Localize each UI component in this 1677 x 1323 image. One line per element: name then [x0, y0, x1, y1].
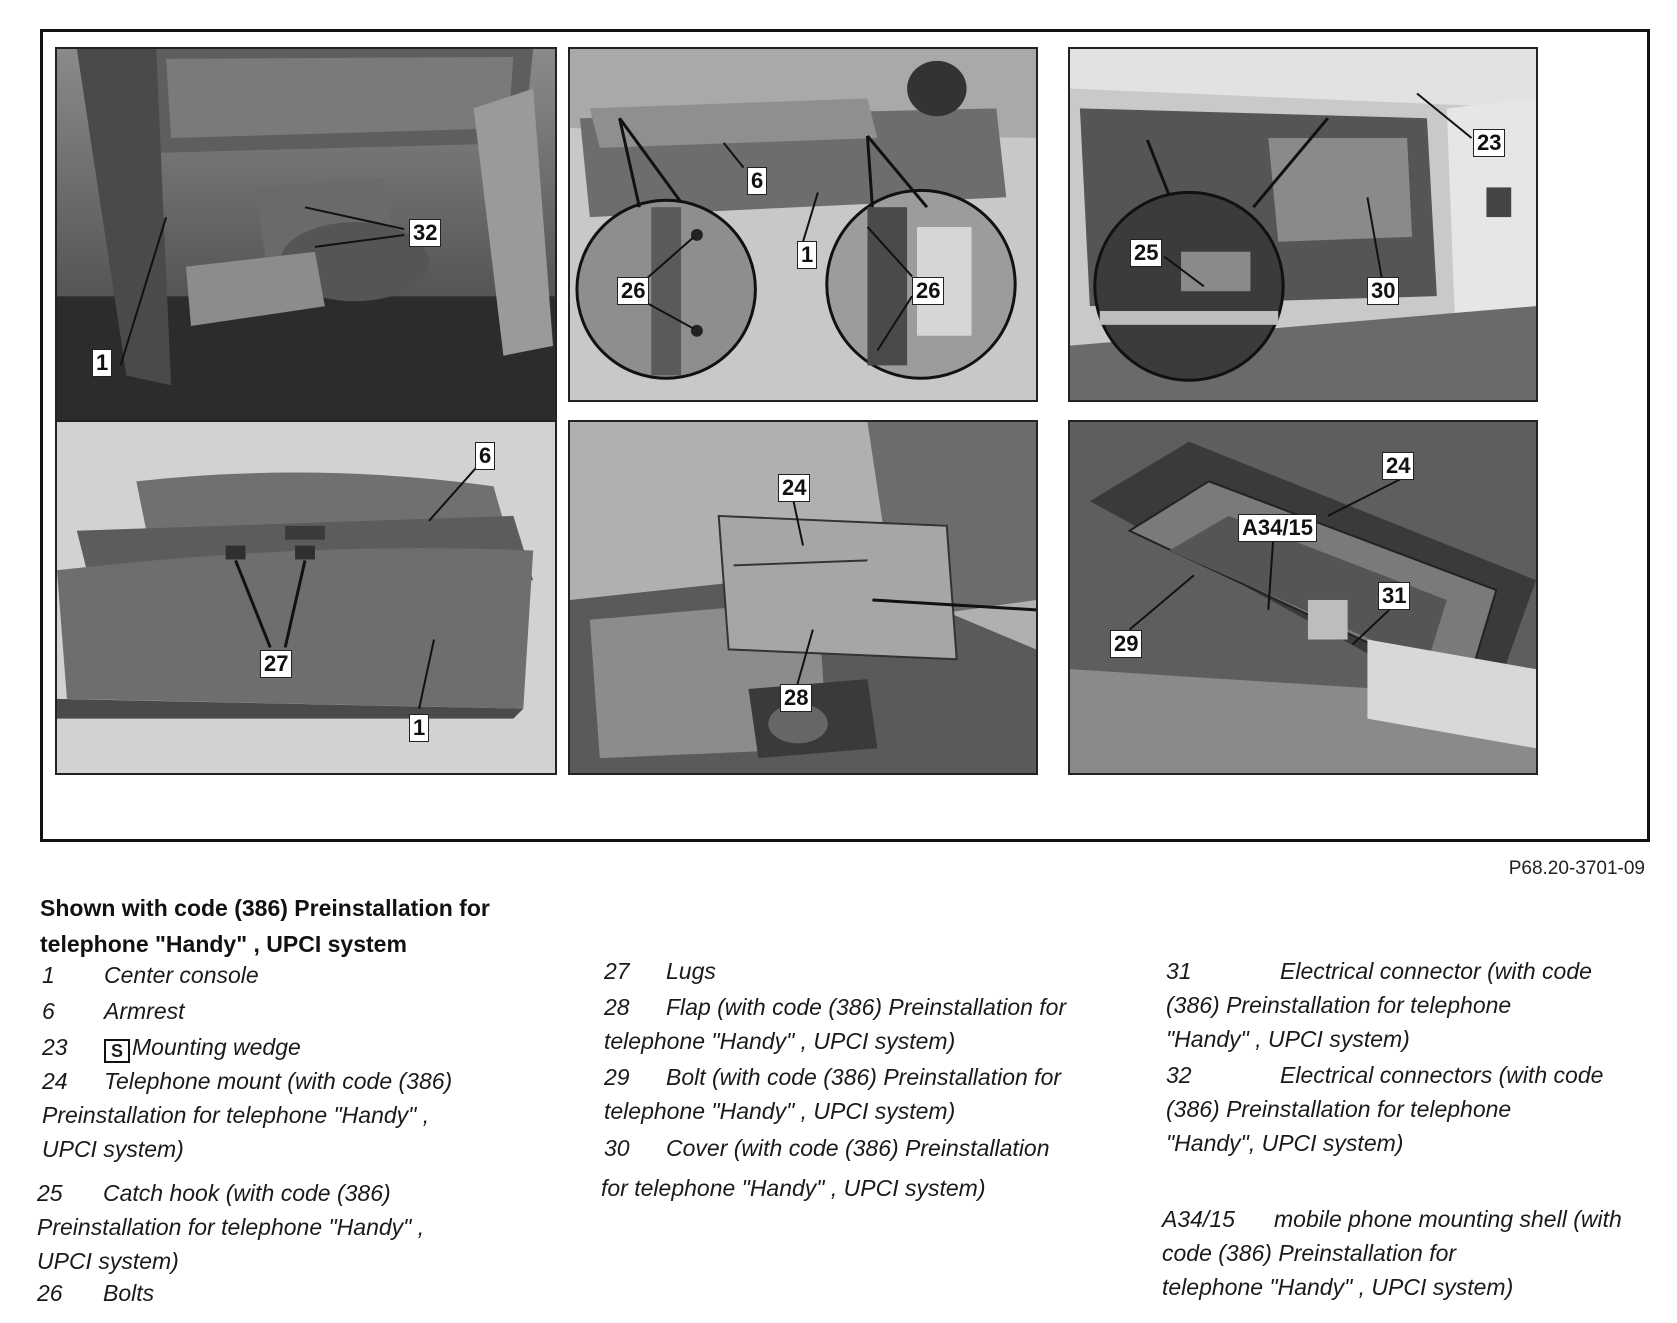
- figure-id: P68.20-3701-09: [1508, 858, 1645, 879]
- legend-text: Flap (with code (386) Preinstallation fo…: [666, 994, 1067, 1020]
- legend-entry: 24 Telephone mount (with code (386) Prein…: [42, 1064, 452, 1166]
- legend-text: Catch hook (with code (386): [103, 1180, 391, 1206]
- callout-label: 29: [1110, 630, 1143, 658]
- legend-text: Armrest: [104, 998, 185, 1024]
- legend-entry: 30 Cover (with code (386) Preinstallation…: [601, 1128, 1050, 1208]
- legend-entry: 6 Armrest: [42, 994, 185, 1028]
- figure-frame: 1 32 6 1 2: [40, 29, 1650, 842]
- photo-panel-6: 24 A34/15 31 29: [1068, 420, 1538, 775]
- legend-text: Electrical connector (with code: [1280, 958, 1592, 984]
- legend-number: 30: [604, 1135, 630, 1161]
- legend-number: 32: [1166, 1062, 1192, 1088]
- legend-entry: 32 Electrical connectors (with code (386)…: [1166, 1058, 1603, 1160]
- callout-label: 28: [780, 684, 813, 712]
- callout-label: 32: [409, 219, 442, 247]
- legend-text: telephone "Handy" , UPCI system): [1162, 1274, 1514, 1300]
- legend-number: 24: [42, 1068, 68, 1094]
- legend-text: Mounting wedge: [132, 1034, 301, 1060]
- legend-number: 23: [42, 1034, 68, 1060]
- legend-text: Bolts: [103, 1280, 155, 1306]
- legend-title-line: Shown with code (386) Preinstallation fo…: [40, 895, 490, 921]
- legend-entry: 25 Catch hook (with code (386) Preinstall…: [37, 1176, 424, 1278]
- legend-number: 6: [42, 998, 55, 1024]
- legend-entry: 31 Electrical connector (with code (386) …: [1166, 954, 1592, 1056]
- legend-text: Center console: [104, 962, 259, 988]
- callout-label: 27: [260, 650, 293, 678]
- legend-text: Electrical connectors (with code: [1280, 1062, 1604, 1088]
- photo-cover-catch-hook: [1070, 49, 1536, 400]
- legend-text: telephone "Handy" , UPCI system): [604, 1098, 956, 1124]
- legend-entry: 1 Center console: [42, 958, 259, 992]
- legend-number: 1: [42, 962, 55, 988]
- legend-number: 27: [604, 958, 630, 984]
- callout-label: 6: [475, 442, 496, 470]
- special-tool-icon: S: [104, 1039, 130, 1063]
- legend-number: 26: [37, 1280, 63, 1306]
- legend-text: for telephone "Handy" , UPCI system): [601, 1175, 986, 1201]
- callout-label: 26: [912, 277, 945, 305]
- legend-text: Cover (with code (386) Preinstallation: [666, 1135, 1050, 1161]
- legend-text: Preinstallation for telephone "Handy" ,: [42, 1102, 430, 1128]
- photo-armrest-lugs: [57, 422, 555, 773]
- callout-label: A34/15: [1238, 514, 1317, 542]
- legend-text: (386) Preinstallation for telephone: [1166, 1096, 1512, 1122]
- legend-entry: 27 Lugs: [604, 954, 716, 988]
- legend-text: telephone "Handy" , UPCI system): [604, 1028, 956, 1054]
- legend-title-line: telephone "Handy" , UPCI system: [40, 931, 407, 957]
- callout-label: 1: [797, 241, 818, 269]
- legend-text: Telephone mount (with code (386): [104, 1068, 453, 1094]
- photo-panel-1: 1 32: [55, 47, 557, 424]
- legend-entry: 28 Flap (with code (386) Preinstallation …: [604, 990, 1066, 1058]
- legend-number: 28: [604, 994, 630, 1020]
- callout-label: 1: [92, 349, 113, 377]
- callout-label: 26: [617, 277, 650, 305]
- callout-label: 25: [1130, 239, 1163, 267]
- legend-text: Bolt (with code (386) Preinstallation fo…: [666, 1064, 1062, 1090]
- photo-panel-4: 6 27 1: [55, 420, 557, 775]
- legend-entry: 29 Bolt (with code (386) Preinstallation …: [604, 1060, 1061, 1128]
- photo-panel-3: 23 25 30: [1068, 47, 1538, 402]
- legend-text: UPCI system): [42, 1136, 184, 1162]
- legend-text: (386) Preinstallation for telephone: [1166, 992, 1512, 1018]
- legend-text: "Handy", UPCI system): [1166, 1130, 1404, 1156]
- photo-panel-5: 24 28: [568, 420, 1038, 775]
- legend-text: Lugs: [666, 958, 716, 984]
- callout-label: 30: [1367, 277, 1400, 305]
- legend-number: 31: [1166, 958, 1192, 984]
- photo-mounting-shell: [1070, 422, 1536, 773]
- callout-label: 24: [778, 474, 811, 502]
- callout-label: 23: [1473, 129, 1506, 157]
- legend-number: A34/15: [1162, 1206, 1235, 1232]
- callout-label: 6: [747, 167, 768, 195]
- legend-text: "Handy" , UPCI system): [1166, 1026, 1410, 1052]
- photo-panel-2: 6 1 26 26: [568, 47, 1038, 402]
- legend-entry: 26 Bolts: [37, 1276, 154, 1310]
- photo-console-underside: [57, 49, 555, 422]
- legend-text: code (386) Preinstallation for: [1162, 1240, 1457, 1266]
- legend-title: Shown with code (386) Preinstallation fo…: [40, 890, 540, 962]
- callout-label: 1: [409, 714, 430, 742]
- legend-text: Preinstallation for telephone "Handy" ,: [37, 1214, 425, 1240]
- legend-number: 25: [37, 1180, 63, 1206]
- photo-console-side-bolts: [570, 49, 1036, 400]
- legend-text: UPCI system): [37, 1248, 179, 1274]
- legend-text: mobile phone mounting shell (with: [1274, 1206, 1622, 1232]
- callout-label: 31: [1378, 582, 1411, 610]
- callout-label: 24: [1382, 452, 1415, 480]
- legend-number: 29: [604, 1064, 630, 1090]
